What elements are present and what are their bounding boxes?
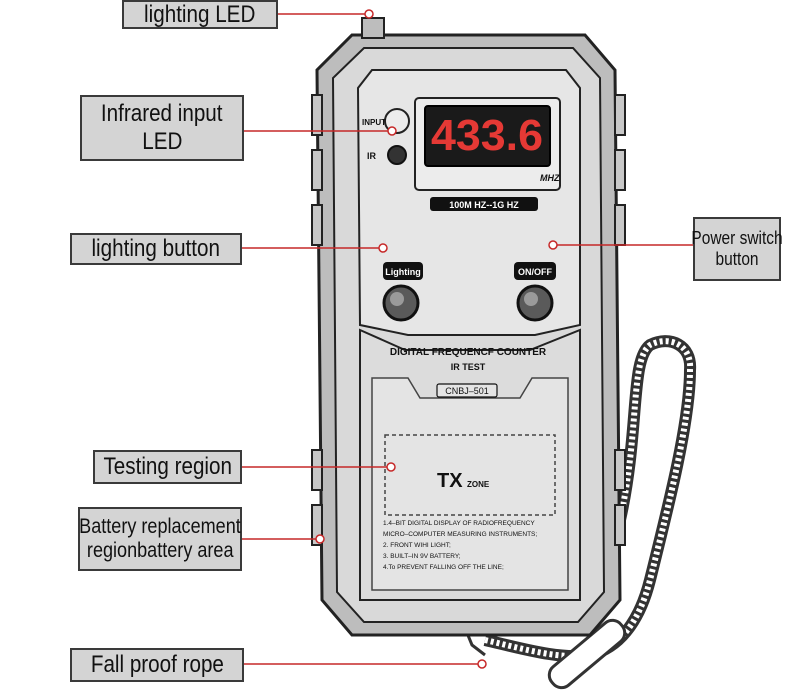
onoff-button-group: ON/OFF [514, 262, 556, 322]
callout-lighting-led: lighting LED [122, 0, 278, 29]
frequency-readout: 433.6 [431, 111, 543, 160]
leader-dot [387, 126, 397, 136]
leader-dot [386, 462, 396, 472]
tx-zone [384, 434, 556, 516]
callout-text: Battery replacement [79, 514, 241, 538]
device-title: DIGITAL FREQUENCF COUNTER [390, 347, 547, 358]
display-unit-label: MHZ [540, 173, 560, 183]
range-badge [430, 197, 538, 211]
model-label: CNBJ–501 [445, 386, 489, 396]
feature-list: 1.4–BIT DIGITAL DISPLAY OF RADIOFREQUENC… [383, 520, 537, 571]
callout-text: button [715, 249, 759, 269]
model-badge [436, 383, 498, 398]
leader-endpoints [315, 9, 558, 669]
range-label: 100M HZ--1G HZ [449, 200, 519, 210]
zone-label: ZONE [467, 480, 490, 489]
lighting-button-group: Lighting [382, 262, 423, 322]
onoff-button-label: ON/OFF [518, 267, 552, 277]
leader-dot [378, 243, 388, 253]
callout-text: Power switch [691, 228, 783, 249]
leader-lines [242, 13, 693, 665]
callout-text: Fall proof rope [90, 651, 224, 679]
lighting-button-label: Lighting [385, 267, 421, 277]
callout-battery-area: Battery replacement regionbattery area [78, 507, 242, 571]
feature-line: 3. BUILT–IN 9V BATTERY; [383, 553, 461, 560]
device-subtitle: IR TEST [451, 362, 486, 372]
callout-text: lighting button [91, 235, 221, 263]
callout-text: Testing region [103, 453, 232, 481]
callout-text: Infrared input [101, 100, 223, 128]
leader-dot [315, 534, 325, 544]
callout-lighting-button: lighting button [70, 233, 242, 265]
feature-line: 2. FRONT WIHI LIGHT; [383, 542, 451, 549]
leader-dot [548, 240, 558, 250]
input-label: INPUT [362, 118, 386, 127]
leader-dot [364, 9, 374, 19]
callout-text: regionbattery area [86, 539, 234, 562]
callout-testing-region: Testing region [93, 450, 242, 484]
tx-label: TX [437, 470, 463, 492]
callout-text: lighting LED [144, 0, 256, 28]
ir-label: IR [367, 151, 377, 161]
feature-line: MICRO–COMPUTER MEASURING INSTRUMENTS; [383, 531, 537, 538]
callout-fall-proof-rope: Fall proof rope [70, 648, 244, 682]
ir-led [387, 145, 407, 165]
display-module [414, 97, 561, 191]
feature-line: 1.4–BIT DIGITAL DISPLAY OF RADIOFREQUENC… [383, 520, 535, 527]
leader-dot [477, 659, 487, 669]
callout-power-switch-button: Power switch button [691, 217, 783, 281]
callout-text: LED [141, 128, 183, 155]
feature-line: 4.To PREVENT FALLING OFF THE LINE; [383, 564, 504, 571]
callout-infrared-input-led: Infrared input LED [80, 95, 244, 161]
